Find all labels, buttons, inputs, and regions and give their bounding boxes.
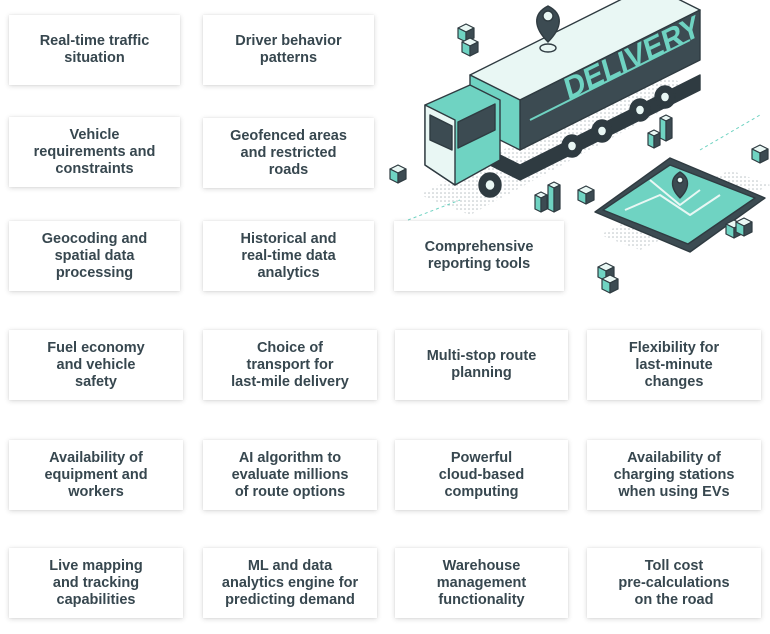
- card-equipment-workers: Availability of equipment and workers: [9, 440, 183, 510]
- bar-chart-icon: [534, 114, 673, 213]
- smartphone-map-icon: [594, 157, 766, 253]
- card-transport-choice: Choice of transport for last-mile delive…: [203, 330, 377, 400]
- card-geofenced-areas: Geofenced areas and restricted roads: [203, 118, 374, 188]
- card-reporting-tools: Comprehensive reporting tools: [394, 221, 564, 291]
- card-vehicle-requirements: Vehicle requirements and constraints: [9, 117, 180, 187]
- delivery-truck-icon: DELIVERY: [424, 0, 704, 198]
- card-flexibility: Flexibility for last-minute changes: [587, 330, 761, 400]
- card-fuel-economy: Fuel economy and vehicle safety: [9, 330, 183, 400]
- card-multi-stop: Multi-stop route planning: [395, 330, 568, 400]
- card-ml-engine: ML and data analytics engine for predict…: [203, 548, 377, 618]
- card-geocoding: Geocoding and spatial data processing: [9, 221, 180, 291]
- card-toll-cost: Toll cost pre-calculations on the road: [587, 548, 761, 618]
- card-historical-analytics: Historical and real-time data analytics: [203, 221, 374, 291]
- card-ai-algorithm: AI algorithm to evaluate millions of rou…: [203, 440, 377, 510]
- location-pin-icon: [536, 5, 560, 53]
- card-live-mapping: Live mapping and tracking capabilities: [9, 548, 183, 618]
- card-driver-behavior: Driver behavior patterns: [203, 15, 374, 85]
- card-cloud-computing: Powerful cloud-based computing: [395, 440, 568, 510]
- delivery-illustration: DELIVERY: [389, 0, 770, 294]
- package-boxes-icon: [389, 23, 769, 294]
- card-real-time-traffic: Real-time traffic situation: [9, 15, 180, 85]
- card-charging-stations: Availability of charging stations when u…: [587, 440, 761, 510]
- card-warehouse: Warehouse management functionality: [395, 548, 568, 618]
